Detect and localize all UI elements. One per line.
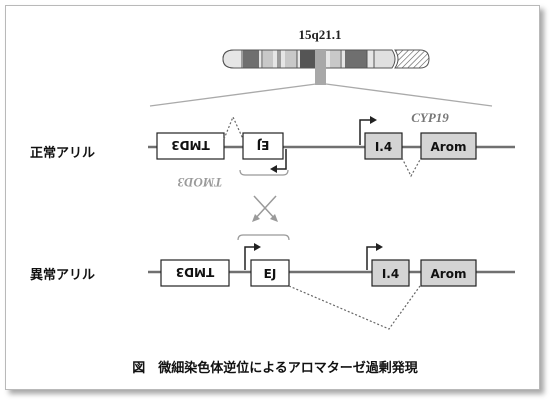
- abnormal-arom-box: [420, 259, 477, 287]
- abnormal-splice-ej-arom: [288, 285, 421, 330]
- band-label: 15q21.1: [299, 27, 342, 42]
- figure-caption: 図 微細染色体逆位によるアロマターゼ過剰発現: [132, 360, 418, 376]
- normal-splice-i4-arom: [401, 157, 422, 178]
- normal-i4-promoter-arrow: [359, 116, 377, 145]
- abnormal-tmd3-label: TMD3: [176, 265, 214, 279]
- band-15q21-marker: [315, 49, 326, 85]
- abnormal-allele-label: 異常アリル: [30, 267, 95, 283]
- abnormal-i4-promoter-arrow: [366, 243, 383, 270]
- normal-i4-label: I.4: [375, 140, 392, 154]
- normal-tmd3-box: [156, 132, 225, 160]
- tmod3-gene-label: TMOD3: [177, 175, 222, 190]
- abnormal-ej-label: EJ: [264, 267, 277, 281]
- abnormal-inversion-bracket: [237, 234, 290, 241]
- normal-ej-box: [242, 132, 284, 160]
- normal-i4-box: [364, 132, 403, 160]
- chromosome-centromere-end: [373, 49, 430, 69]
- zoom-funnel: [149, 83, 493, 107]
- abnormal-i4-box: [371, 259, 410, 287]
- normal-tmd3-label: TMD3: [171, 138, 209, 152]
- normal-ej-label: EJ: [257, 138, 270, 152]
- normal-allele: 正常アリル TMD3 EJ TMOD3 I.4 Arom CYP19: [30, 110, 515, 190]
- normal-inversion-bracket: [239, 169, 289, 176]
- normal-splice-tmd3-ej: [223, 115, 244, 140]
- abnormal-tmd3-box: [160, 259, 230, 287]
- chromosome: [222, 49, 430, 85]
- normal-arom-label: Arom: [431, 140, 467, 154]
- abnormal-allele: 異常アリル TMD3 EJ I.4 Arom: [30, 234, 515, 330]
- chromosome-p-arm: [222, 49, 375, 69]
- normal-ej-promoter-arrow: [270, 149, 287, 173]
- inversion-cross-arrows: [252, 195, 278, 222]
- normal-allele-label: 正常アリル: [30, 145, 95, 161]
- abnormal-arom-label: Arom: [431, 267, 467, 281]
- abnormal-ej-promoter-arrow: [244, 243, 261, 270]
- cyp19-gene-label: CYP19: [411, 110, 449, 125]
- figure-frame: [5, 5, 540, 390]
- normal-arom-box: [420, 132, 477, 160]
- abnormal-i4-label: I.4: [382, 267, 399, 281]
- abnormal-ej-box: [250, 259, 290, 287]
